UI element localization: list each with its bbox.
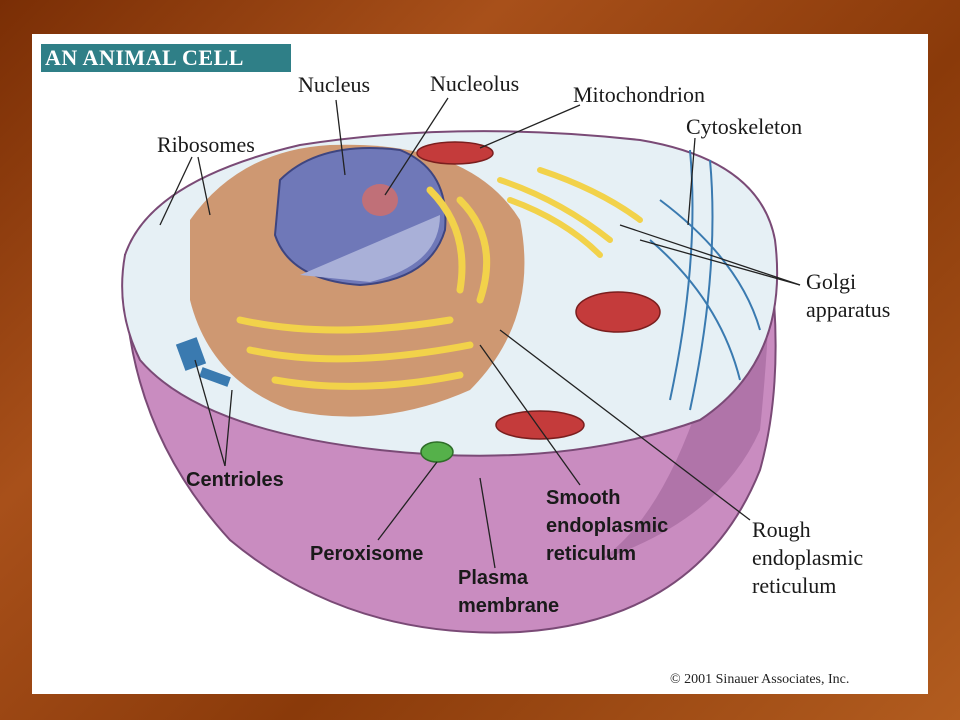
copyright-notice: © 2001 Sinauer Associates, Inc.: [670, 672, 850, 687]
label-smooth-er-line1: Smooth: [546, 487, 621, 509]
label-rough-er-line2: endoplasmic: [752, 545, 864, 570]
centriole-shape: [175, 337, 207, 371]
label-smooth-er-line2: endoplasmic: [546, 515, 669, 537]
cell-body-shadow: [600, 260, 770, 560]
label-golgi-line1: Golgi: [806, 269, 857, 294]
label-plasma-line2: membrane: [458, 595, 560, 617]
nucleus-cut: [300, 215, 440, 282]
er-cisternae: [236, 186, 491, 390]
label-mitochondrion: Mitochondrion: [573, 82, 705, 107]
label-peroxisome: Peroxisome: [310, 543, 424, 565]
label-smooth-er-line3: reticulum: [546, 543, 637, 565]
centriole-shape: [199, 367, 231, 387]
label-nucleus: Nucleus: [298, 72, 371, 97]
mitochondrion-shape: [416, 141, 494, 165]
golgi-stack: [497, 167, 643, 258]
label-plasma-line1: Plasma: [458, 567, 529, 589]
label-golgi-line2: apparatus: [806, 297, 891, 322]
leader-lines: [159, 97, 801, 569]
mitochondrion-shape: [575, 291, 661, 333]
label-cytoskeleton: Cytoskeleton: [686, 114, 803, 139]
mitochondrion-shape: [495, 410, 585, 440]
label-rough-er-line3: reticulum: [752, 573, 837, 598]
peroxisome-shape: [420, 441, 454, 463]
label-ribosomes: Ribosomes: [157, 132, 255, 157]
label-nucleolus: Nucleolus: [430, 71, 520, 96]
diagram-title: AN ANIMAL CELL: [41, 44, 291, 72]
label-rough-er-line1: Rough: [752, 517, 811, 542]
nucleolus-shape: [362, 184, 398, 216]
label-centrioles: Centrioles: [186, 469, 284, 491]
